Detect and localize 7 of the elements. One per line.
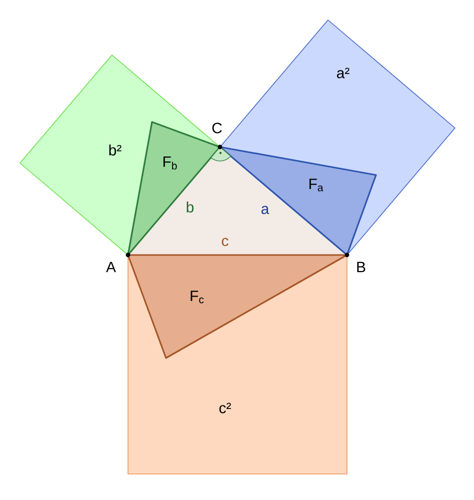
triangle: F$_{c}$	[127, 254, 348, 359]
vertex-label: C	[212, 122, 222, 134]
vertex-label: B	[357, 262, 366, 272]
vertex-label: A	[106, 262, 116, 272]
side-label: b	[186, 202, 194, 212]
side-label: c	[222, 238, 228, 246]
side-label: a	[261, 206, 270, 214]
